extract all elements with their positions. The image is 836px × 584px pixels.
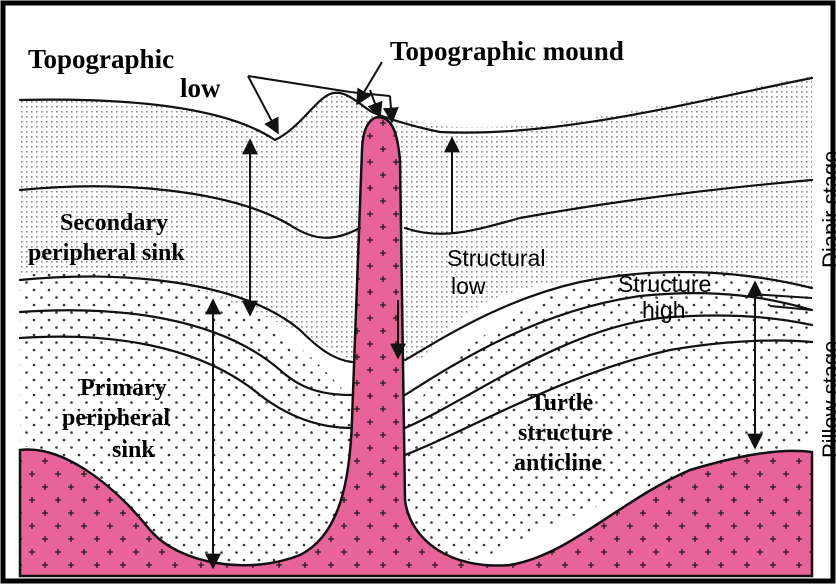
turtle-label-line2: structure [518, 420, 613, 446]
topographic-mound-label: Topographic mound [390, 36, 624, 66]
topographic-low-label-line1: Topographic [28, 44, 174, 74]
secondary-sink-label-line2: peripheral sink [28, 240, 185, 266]
structure-high-label-line2: high [642, 297, 685, 323]
pillow-stage-label: Pillow stage [818, 341, 836, 458]
diapir-stage-label: Diapir stage [818, 151, 836, 268]
primary-sink-label-line1: Primary [80, 375, 167, 401]
structural-low-label-line2: low [451, 273, 486, 299]
primary-sink-label-line3: sink [112, 437, 155, 463]
structure-high-label-line1: Structure [618, 271, 711, 297]
primary-sink-label-line2: peripheral [62, 405, 170, 431]
secondary-sink-label-line1: Secondary [60, 210, 168, 236]
turtle-label-line3: anticline [514, 450, 602, 476]
turtle-label-line1: Turtle [530, 390, 593, 416]
topographic-low-label-line2: low [180, 73, 221, 103]
structural-low-label-line1: Structural [447, 245, 545, 271]
